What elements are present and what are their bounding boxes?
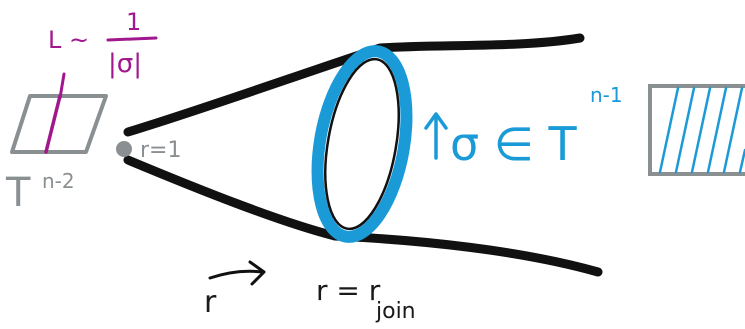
radial-arrow-head (248, 260, 266, 286)
hatched-torus-box (648, 84, 745, 176)
apex-dot (116, 141, 132, 157)
small-torus-square (10, 72, 108, 154)
sigma-in-torus: σ ∈ T (450, 117, 577, 171)
radial-direction-label: r (204, 260, 266, 320)
r-equals-one-label: r=1 (140, 138, 181, 163)
length-denominator: |σ| (108, 49, 142, 79)
r-join-subscript: join (375, 299, 416, 324)
sigma-label-group: σ ∈ T n-1 (424, 83, 623, 171)
length-numerator: 1 (126, 8, 141, 36)
sigma-exponent: n-1 (590, 83, 623, 107)
sigma-up-arrow-head (424, 112, 448, 130)
fraction-bar (106, 36, 158, 42)
length-scale-label: L ~ 1 |σ| (48, 8, 158, 79)
length-lead: L ~ (48, 26, 89, 54)
cone-lower-edge (123, 155, 603, 277)
torus-small-exponent: n-2 (42, 169, 75, 193)
r-join-main: r = r (316, 274, 381, 307)
radial-arrow-shaft (208, 269, 264, 280)
r-join-label: r = r join (316, 274, 416, 324)
torus-small-letter: T (5, 170, 31, 216)
r-variable: r (204, 285, 217, 320)
join-cross-section (311, 45, 413, 243)
small-torus-label: T n-2 (5, 169, 75, 216)
